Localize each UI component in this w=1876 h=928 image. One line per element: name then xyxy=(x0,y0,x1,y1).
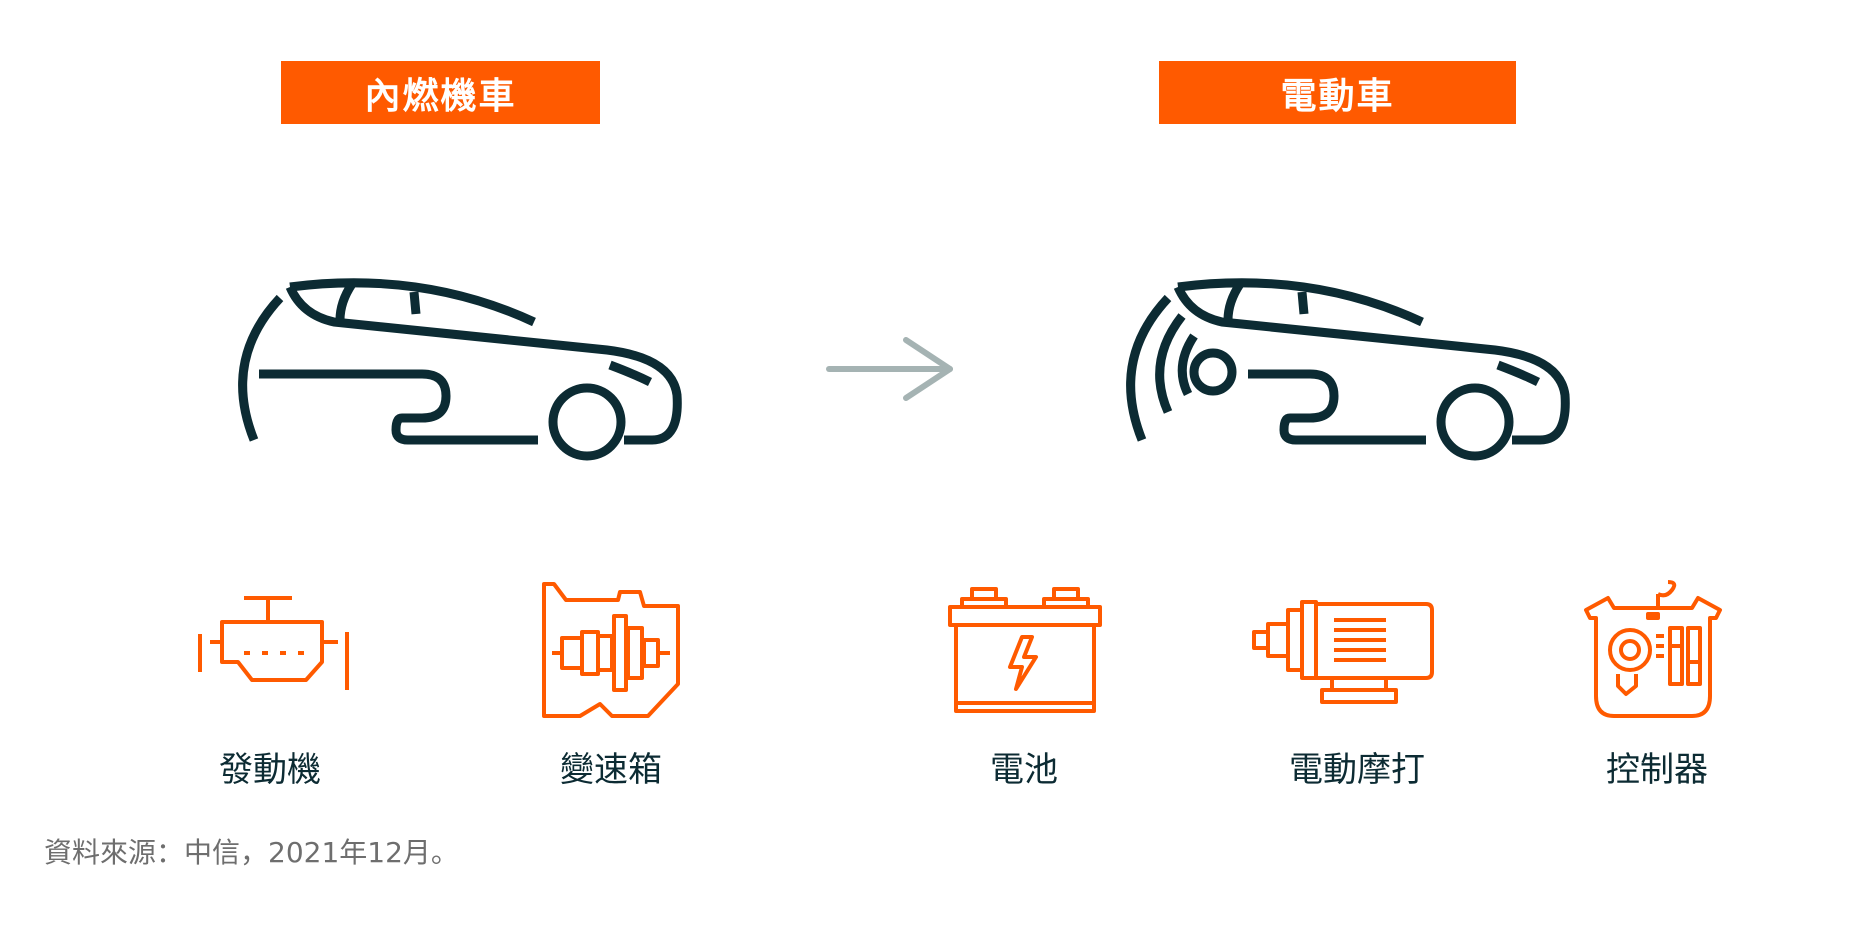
controller-icon xyxy=(1584,580,1722,718)
battery-icon xyxy=(948,587,1102,713)
ice-car-icon xyxy=(238,278,682,461)
ev-car-header: 電動車 xyxy=(1159,61,1516,124)
ice-car-header: 內燃機車 xyxy=(281,61,600,124)
ev-car-icon xyxy=(1126,278,1570,461)
motor-label: 電動摩打 xyxy=(1289,750,1425,790)
engine-icon xyxy=(198,596,349,690)
gearbox-icon xyxy=(542,582,680,718)
battery-label: 電池 xyxy=(990,750,1058,790)
source-note: 資料來源：中信，2021年12月。 xyxy=(44,836,459,869)
electric-motor-icon xyxy=(1252,600,1434,704)
controller-label: 控制器 xyxy=(1606,750,1708,790)
ev-car-header-label: 電動車 xyxy=(1280,75,1395,117)
transition-arrow-icon xyxy=(826,337,953,401)
engine-label: 發動機 xyxy=(219,750,321,790)
ice-car-header-label: 內燃機車 xyxy=(364,75,517,117)
gearbox-label: 變速箱 xyxy=(560,750,662,790)
